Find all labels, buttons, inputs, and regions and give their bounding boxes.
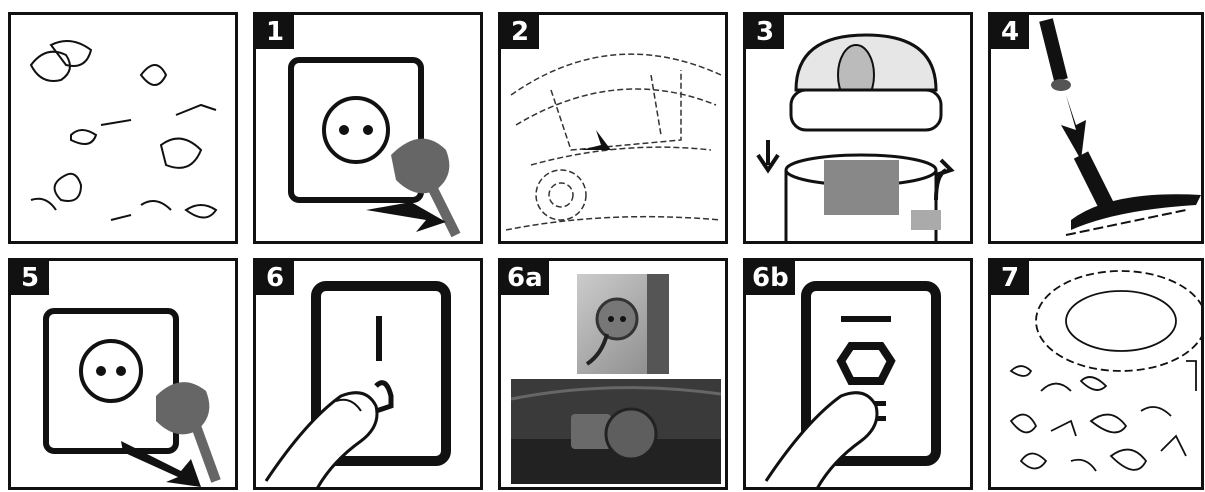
wall-socket-icon <box>11 261 237 489</box>
step-number: 2 <box>501 15 539 49</box>
step-panel-1: 1 <box>253 12 483 244</box>
step-number: 1 <box>256 15 294 49</box>
power-switch-icon <box>746 261 972 489</box>
step-panel-debris <box>8 12 238 244</box>
power-switch-icon <box>256 261 482 489</box>
step-number: 6a <box>501 261 549 295</box>
step-number: 5 <box>11 261 49 295</box>
socket-photo-icon <box>511 379 721 484</box>
step-panel-6: 6 <box>253 258 483 490</box>
step-panel-6b: 6b <box>743 258 973 490</box>
wall-socket-icon <box>256 15 482 243</box>
step-panel-5: 5 <box>8 258 238 490</box>
filter-icon <box>501 15 727 243</box>
step-panel-3: 3 <box>743 12 973 244</box>
debris-icon <box>991 261 1203 489</box>
step-panel-6a: 6a <box>498 258 728 490</box>
step-number: 6 <box>256 261 294 295</box>
step-number: 6b <box>746 261 795 295</box>
hose-icon <box>991 15 1203 243</box>
debris-icon <box>11 15 237 243</box>
socket-photo-icon <box>577 274 669 374</box>
step-panel-2: 2 <box>498 12 728 244</box>
step-panel-7: 7 <box>988 258 1204 490</box>
step-panel-4: 4 <box>988 12 1204 244</box>
step-number: 4 <box>991 15 1029 49</box>
step-number: 3 <box>746 15 784 49</box>
step-number: 7 <box>991 261 1029 295</box>
container-icon <box>746 15 972 243</box>
